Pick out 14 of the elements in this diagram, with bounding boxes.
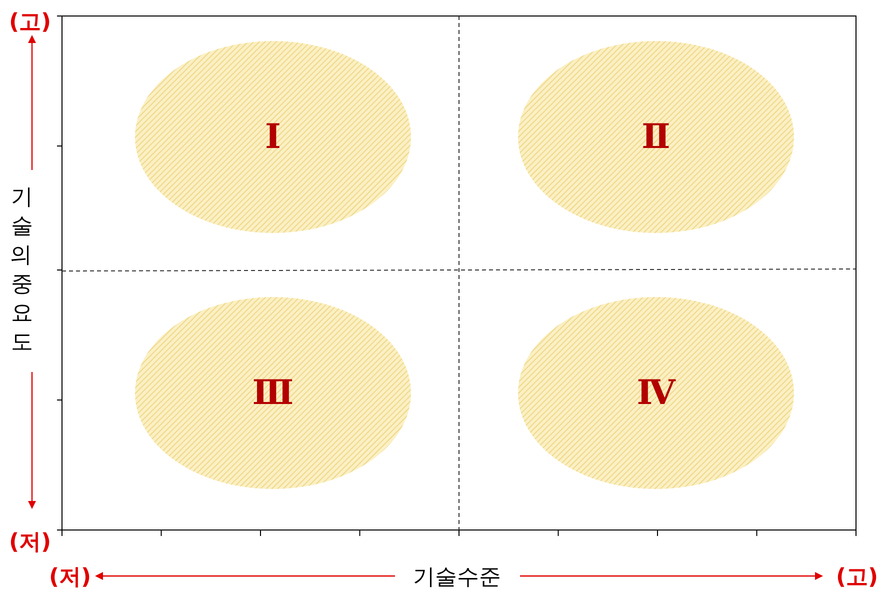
quadrant-ellipse bbox=[518, 41, 794, 233]
roman-numeral: Ⅰ bbox=[265, 117, 281, 157]
roman-numeral: Ⅳ bbox=[636, 373, 676, 413]
roman-numeral: Ⅲ bbox=[252, 373, 294, 413]
quadrant-ellipse bbox=[518, 297, 794, 489]
axis-end-label: (고) bbox=[8, 9, 52, 37]
quadrant-ellipse bbox=[135, 297, 411, 489]
axis-title: 기술의 중요도 bbox=[10, 184, 34, 357]
axis-title: 기술수준 bbox=[413, 564, 501, 592]
quadrant-ellipse bbox=[135, 41, 411, 233]
axis-end-label: (고) bbox=[836, 564, 878, 592]
roman-numeral: Ⅱ bbox=[642, 117, 670, 157]
axis-end-label: (저) bbox=[8, 529, 52, 557]
axis-end-label: (저) bbox=[48, 564, 92, 592]
